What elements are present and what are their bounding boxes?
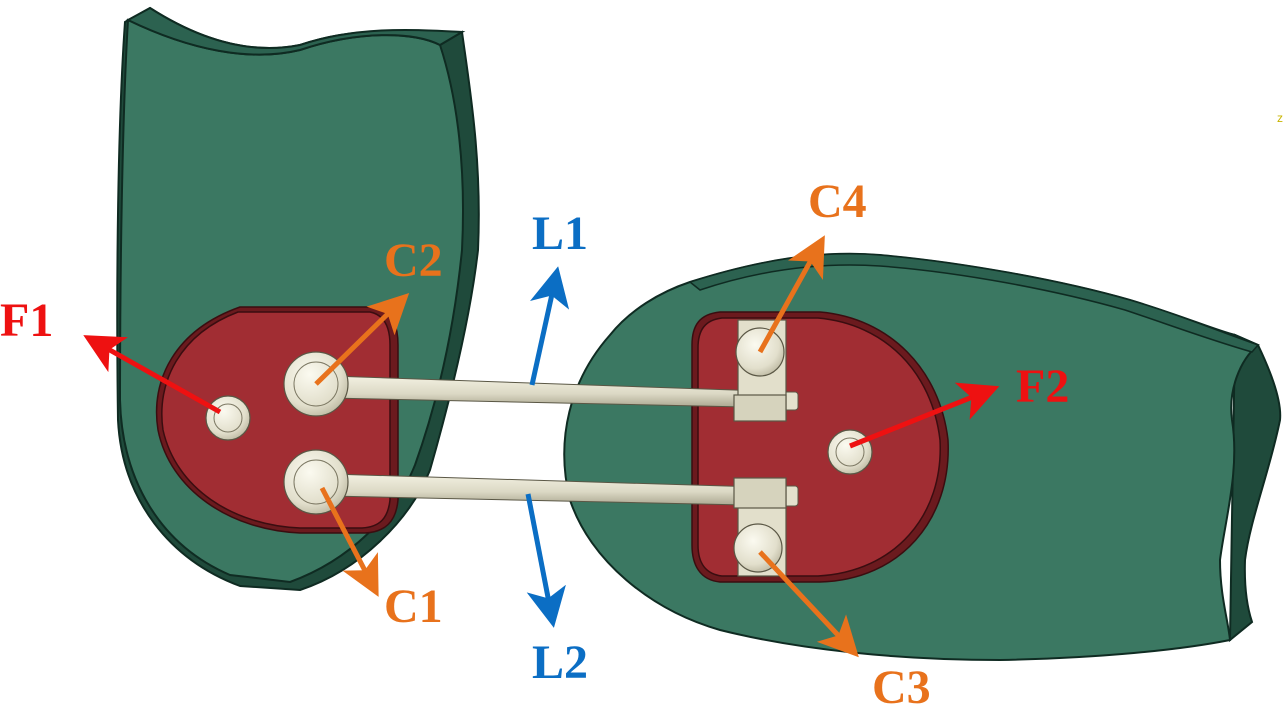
- contact-arrow-c4: [757, 235, 825, 354]
- contact-arrow-c2: [314, 293, 410, 386]
- force-arrow-f2: [849, 382, 1000, 449]
- contact-arrow-c1: [319, 486, 379, 597]
- pin-c1: [283, 449, 349, 515]
- contact-arrow-c3: [758, 550, 859, 658]
- link-arrow-l1: [529, 266, 570, 386]
- label-c4: C4: [808, 175, 867, 228]
- label-c3: C3: [872, 661, 931, 708]
- axis-z-marker: z: [1277, 111, 1283, 125]
- label-c1: C1: [384, 580, 443, 633]
- label-f1: F1: [0, 294, 53, 347]
- label-l2: L2: [532, 636, 588, 689]
- left-segment-top-edge: [125, 6, 466, 56]
- label-c2: C2: [384, 234, 443, 287]
- pin-f1: [205, 395, 251, 441]
- pin-f2: [827, 429, 873, 475]
- right-segment-side: [1228, 333, 1282, 643]
- label-l1: L1: [532, 207, 588, 260]
- label-f2: F2: [1016, 360, 1069, 413]
- force-arrow-f1: [83, 335, 222, 415]
- link-arrow-l2: [525, 493, 566, 628]
- right-segment-top-edge: [688, 253, 1260, 353]
